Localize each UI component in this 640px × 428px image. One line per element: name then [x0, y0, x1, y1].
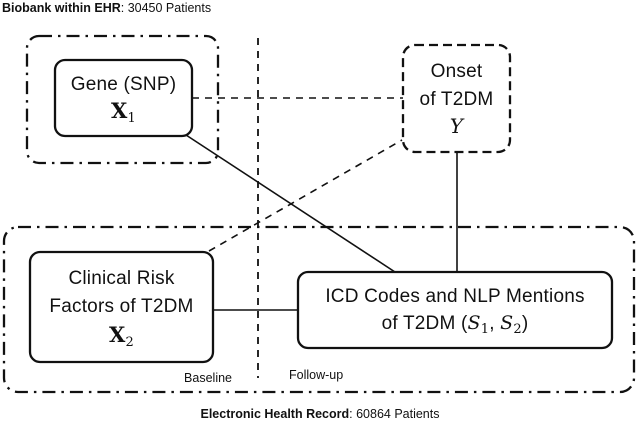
ehr-caption-count: : 60864 Patients — [349, 407, 440, 421]
biobank-container-outline — [25, 34, 220, 165]
ehr-container-outline — [2, 225, 636, 394]
icd-node-box — [296, 270, 614, 350]
biobank-caption: Biobank within EHR: 30450 Patients — [2, 1, 211, 15]
followup-label: Follow-up — [289, 368, 344, 382]
ehr-caption: Electronic Health Record: 60864 Patients — [0, 407, 640, 421]
gene-node-box — [53, 58, 194, 138]
ehr-caption-title: Electronic Health Record — [200, 407, 350, 421]
biobank-caption-count: : 30450 Patients — [120, 1, 212, 15]
baseline-label: Baseline — [184, 371, 232, 385]
edge-clinical-onset — [208, 139, 403, 252]
biobank-caption-title: Biobank within EHR — [2, 1, 121, 15]
clinical-node-box — [28, 250, 215, 364]
onset-node-box — [401, 43, 512, 154]
